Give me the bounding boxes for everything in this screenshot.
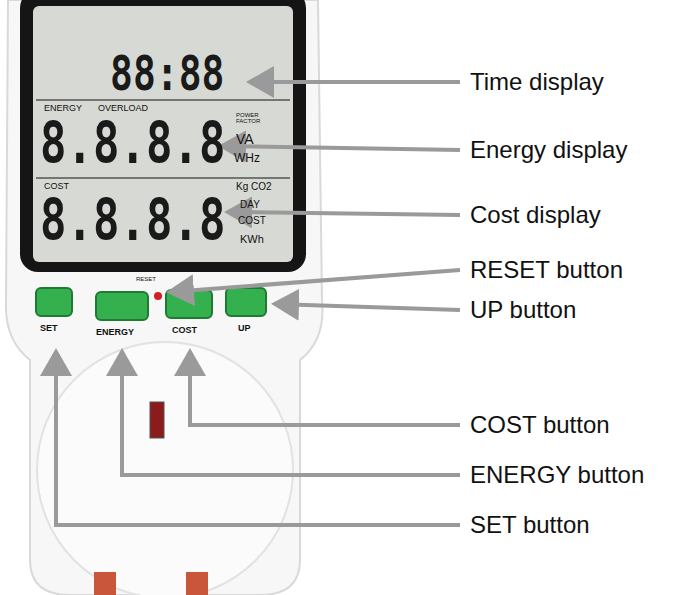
- reset-button: [154, 292, 162, 300]
- lcd-separator: [36, 177, 290, 179]
- cost-digits: 8.8.8.8: [40, 192, 225, 249]
- unit-label: KWh: [240, 234, 264, 245]
- button-caption: ENERGY: [96, 328, 134, 337]
- callout-label: RESET button: [470, 258, 623, 282]
- lcd-indicator: ENERGY: [44, 104, 82, 113]
- plug-pin: [186, 572, 208, 595]
- leader-arrow: [122, 352, 460, 475]
- unit-label: VA: [236, 132, 254, 146]
- leader-arrow: [228, 212, 460, 215]
- earth-slot: [150, 402, 164, 438]
- energy-digits: 8.8.8.8: [40, 115, 225, 172]
- button-caption: SET: [40, 324, 58, 333]
- cost-button: [166, 290, 212, 318]
- callout-label: UP button: [470, 298, 576, 322]
- button-caption: UP: [238, 324, 251, 333]
- leader-arrow: [56, 352, 460, 525]
- button-caption: RESET: [136, 276, 156, 282]
- callout-label: SET button: [470, 513, 590, 537]
- unit-label: Kg CO2: [236, 182, 272, 192]
- leader-arrow: [222, 146, 460, 150]
- lcd-separator: [36, 99, 290, 101]
- button-caption: COST: [172, 326, 197, 335]
- callout-label: ENERGY button: [470, 463, 644, 487]
- lcd-screen: [33, 6, 293, 262]
- energy-button: [96, 292, 148, 320]
- callout-label: Time display: [470, 70, 604, 94]
- lcd-indicator: COST: [44, 182, 69, 191]
- leader-arrow: [275, 304, 460, 310]
- unit-label: POWER FACTOR: [236, 112, 266, 125]
- socket-face: [37, 342, 293, 595]
- lcd-frame: [20, 0, 306, 272]
- callout-label: Cost display: [470, 203, 601, 227]
- time-digits: 88:88: [110, 50, 224, 98]
- unit-label: WHz: [234, 152, 260, 164]
- lcd-indicator: OVERLOAD: [98, 104, 148, 113]
- up-button: [226, 288, 266, 316]
- unit-label: DAY: [240, 200, 260, 210]
- set-button: [36, 288, 72, 316]
- unit-label: COST: [238, 216, 266, 226]
- leader-arrow: [170, 270, 460, 292]
- callout-label: COST button: [470, 413, 610, 437]
- leader-arrow: [190, 352, 460, 425]
- plug-pin: [94, 572, 116, 595]
- callout-label: Energy display: [470, 138, 627, 162]
- leader-arrow: [250, 80, 460, 84]
